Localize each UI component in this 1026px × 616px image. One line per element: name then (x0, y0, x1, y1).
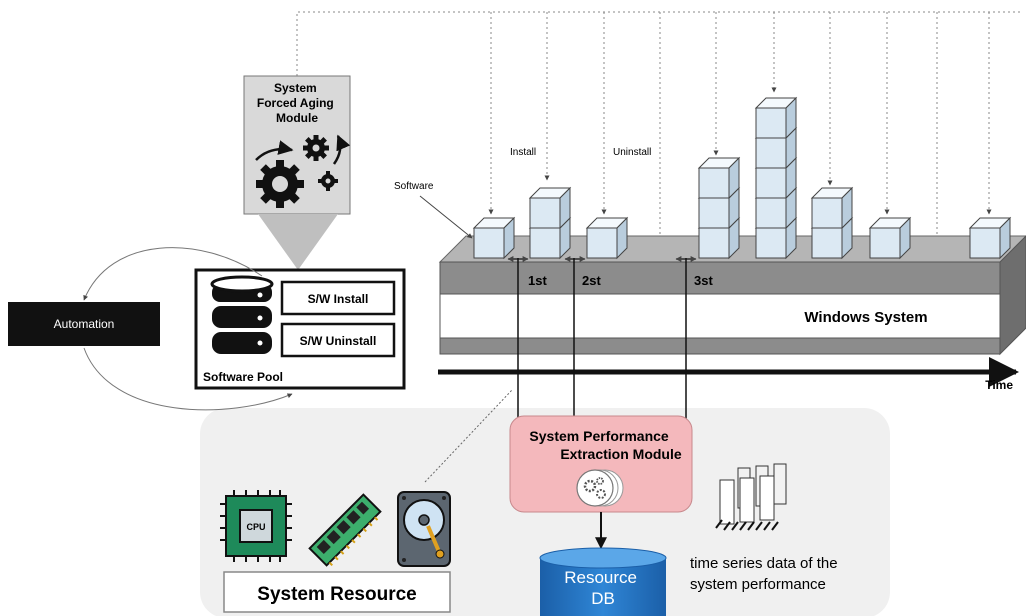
cube-stack (868, 216, 912, 260)
software-cube (754, 96, 798, 140)
automation-loop-top (83, 247, 263, 301)
software-cube (585, 216, 629, 260)
gears-icon (255, 134, 351, 208)
software-cube (810, 186, 854, 230)
software-cube (968, 216, 1012, 260)
cube-stack (810, 186, 854, 260)
software-cube (868, 216, 912, 260)
software-cube (472, 216, 516, 260)
extraction-module-title: System Performance Extraction Module (529, 428, 681, 462)
system-resource-label: System Resource (257, 584, 416, 605)
software-cube (528, 186, 572, 230)
automation-box (8, 302, 160, 346)
step-3-label: 3st (694, 273, 713, 288)
sw-install-label: S/W Install (308, 292, 369, 306)
automation-label: Automation (54, 317, 115, 331)
software-pool-label: Software Pool (203, 370, 283, 384)
cpu-label: CPU (246, 522, 265, 532)
measurement-lines (517, 258, 687, 420)
ram-icon (308, 493, 382, 567)
aging-module-box (243, 75, 351, 270)
sw-uninstall-label: S/W Uninstall (300, 334, 377, 348)
software-cube-stacks (472, 96, 1012, 260)
dotted-feedback-lines (296, 11, 1023, 245)
time-series-label: time series data of the system performan… (690, 555, 842, 593)
aging-module-title: System Forced Aging Module (257, 81, 337, 125)
resource-db-label: Resource DB (564, 568, 642, 608)
time-label: Time (985, 378, 1013, 392)
sw-install-box (280, 280, 396, 316)
cpu-icon: CPU (220, 490, 292, 562)
step-1-label: 1st (528, 273, 547, 288)
software-pointer-line (419, 195, 473, 239)
cube-stack (968, 216, 1012, 260)
extraction-gears-icon (576, 469, 624, 507)
extraction-pointer-line (424, 389, 513, 483)
cube-stack (754, 96, 798, 260)
cube-stack (697, 156, 741, 260)
windows-system-label: Windows System (804, 309, 927, 326)
time-series-data-icon (715, 463, 787, 531)
cube-stack (472, 216, 516, 260)
software-cube (697, 156, 741, 200)
hard-disk-icon (397, 491, 451, 567)
software-label: Software (394, 181, 434, 192)
uninstall-label: Uninstall (613, 147, 651, 158)
cube-stack (585, 216, 629, 260)
cube-stack (528, 186, 572, 260)
automation-loop-bottom (83, 347, 293, 411)
system-resource-box (223, 571, 451, 613)
resource-db-cylinder (539, 547, 667, 616)
database-icon (210, 275, 274, 354)
sw-uninstall-box (280, 322, 396, 358)
step-2-label: 2st (582, 273, 601, 288)
install-label: Install (510, 147, 536, 158)
